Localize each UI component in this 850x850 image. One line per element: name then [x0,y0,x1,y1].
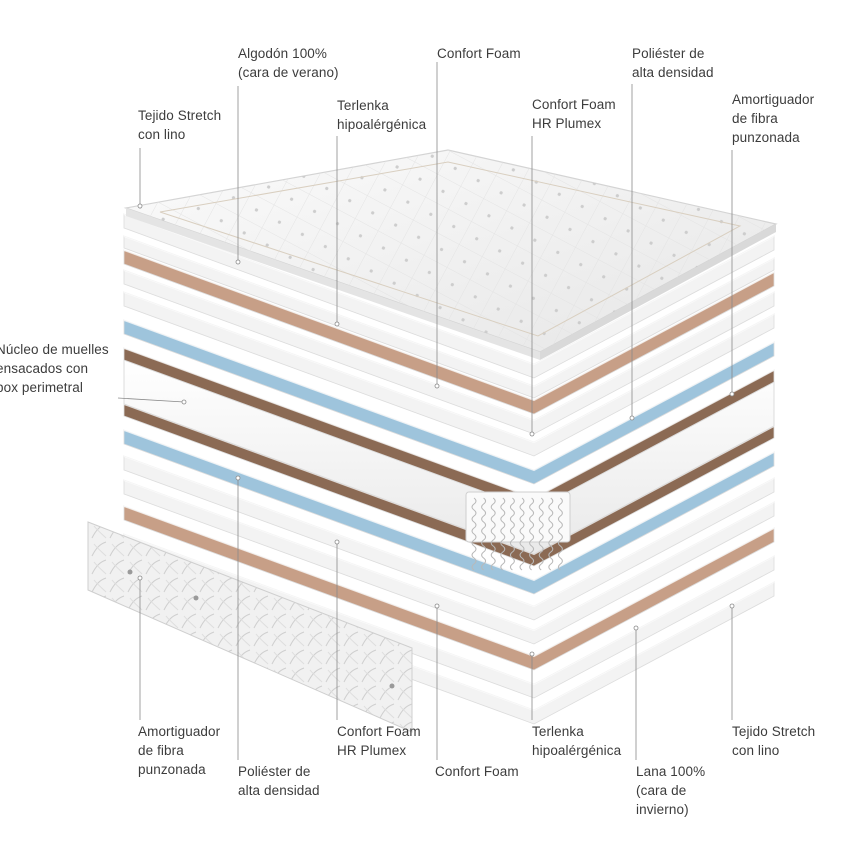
leader-dots [137,203,735,657]
quilted-top-panel [123,149,778,360]
pocket-springs-cutaway [465,491,571,571]
label-confort-foam-bottom: Confort Foam [435,764,519,779]
label-algodon: Algodón 100%(cara de verano) [238,46,339,80]
label-confort-foam-top: Confort Foam [437,46,521,61]
side-fabric-panel [87,521,413,733]
leader-lines [117,62,733,760]
layer-stack [123,213,775,725]
